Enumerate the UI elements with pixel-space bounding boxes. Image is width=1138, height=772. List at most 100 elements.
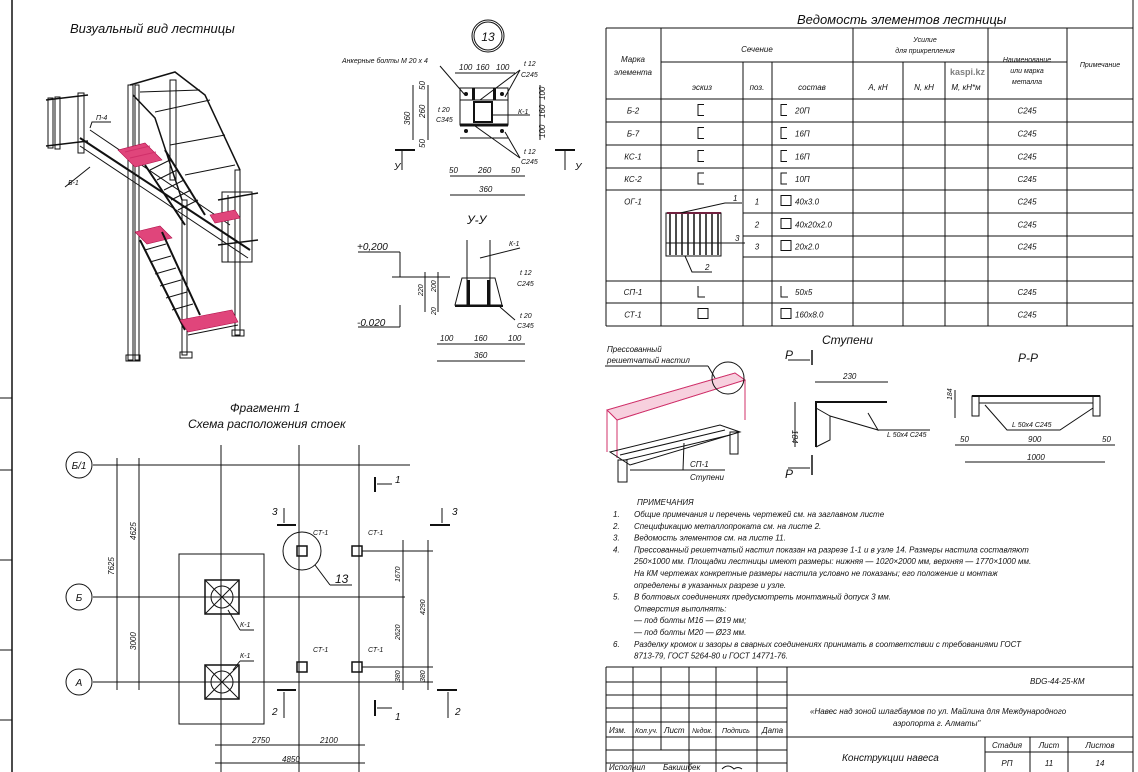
channel-section-icon — [780, 104, 787, 116]
dim: 160 — [538, 104, 547, 118]
cut-label: 3 — [272, 507, 278, 518]
visual-view-title: Визуальный вид лестницы — [70, 21, 235, 36]
cut-label: 2 — [454, 707, 461, 718]
post-ct1 — [296, 545, 308, 557]
header-material: Наименование — [1003, 57, 1051, 64]
dim: 220 — [418, 284, 425, 297]
header-material: металла — [1012, 79, 1042, 86]
box-section-icon — [780, 240, 792, 251]
sheets-label: Листов — [1084, 741, 1114, 750]
k1-label: К-1 — [518, 109, 528, 116]
cell-composition: 10П — [795, 175, 810, 184]
dim: 100 — [496, 63, 510, 72]
note-item: 6. Разделку кромок и зазоры в сварных сое… — [613, 640, 1022, 661]
box-section-icon — [780, 195, 792, 206]
title-block: Изм. Кол.уч. Лист №док. Подпись Дата Исп… — [605, 666, 1133, 772]
col-data: Дата — [761, 726, 784, 735]
level-bottom: -0.020 — [357, 318, 386, 329]
section-yy: У-У К-1 t 12 С245 t 20 С345 +0,200 -0.02… — [357, 213, 534, 362]
cut-label: 2 — [271, 707, 278, 718]
section-title: У-У — [466, 213, 488, 227]
note-number: 6. — [613, 640, 620, 649]
cut-label: 3 — [452, 507, 458, 518]
header-pos: поз. — [750, 83, 765, 92]
plate-label: t 20 — [520, 313, 532, 320]
angle-label: L 50х4 С245 — [887, 432, 927, 439]
ct1-label: СТ-1 — [313, 530, 328, 537]
dim: 260 — [477, 166, 492, 175]
sheets-value: 14 — [1096, 759, 1105, 768]
channel-section-icon — [697, 172, 704, 185]
note-text: Общие примечания и перечень чертежей см.… — [634, 510, 885, 519]
node-13-callout-circle — [282, 531, 322, 571]
staircase-3d-view: П-4 Б-1 — [45, 71, 259, 362]
dim: 100 — [538, 86, 547, 100]
cell-material: С245 — [1017, 221, 1037, 230]
steps-label: Ступени — [690, 473, 725, 482]
grating-label: Прессованный — [607, 345, 662, 354]
cell-composition: 40х3.0 — [795, 198, 820, 207]
dim: 50 — [449, 166, 458, 175]
note-text: В болтовых соединениях предусмотреть мон… — [634, 593, 891, 602]
cell-material: С245 — [1017, 153, 1037, 162]
stage-value: РП — [1001, 759, 1012, 768]
col-izm: Изм. — [609, 726, 626, 735]
header-note: Примечание — [1080, 62, 1120, 69]
cell-material: С245 — [1017, 198, 1037, 207]
cell-composition: 16П — [795, 153, 810, 162]
header-m: М, кН*м — [951, 83, 981, 92]
dim: 7625 — [107, 557, 116, 575]
level-top: +0,200 — [357, 242, 388, 253]
ct1-label: СТ-1 — [313, 647, 328, 654]
cut-label: 1 — [395, 712, 401, 723]
section-title: Р-Р — [1018, 351, 1038, 365]
col-podpis: Подпись — [722, 727, 750, 735]
dim: 160 — [476, 63, 490, 72]
cut-label: 1 — [395, 475, 401, 486]
plate-label: t 12 — [524, 61, 536, 68]
dim: 20 — [431, 307, 438, 316]
axis-label: Б/1 — [72, 461, 87, 472]
dim: 100 — [538, 124, 547, 138]
angle-label: L 50х4 С245 — [1012, 422, 1052, 429]
dim: 3000 — [129, 632, 138, 650]
dim: 50 — [1102, 435, 1111, 444]
dim: 4290 — [420, 599, 427, 615]
steel-label: С245 — [521, 72, 538, 79]
dim: 50 — [960, 435, 969, 444]
header-force: Усилие — [912, 37, 937, 44]
note-item: 1.Общие примечания и перечень чертежей с… — [613, 510, 885, 519]
header-a: А, кН — [867, 83, 888, 92]
note-text: Спецификацию металлопроката см. на листе… — [634, 522, 821, 531]
node-marker-circle — [471, 19, 505, 53]
note-text: — под болты М20 — Ø23 мм. — [633, 628, 746, 637]
project-title: аэропорта г. Алматы" — [893, 719, 981, 728]
cell-pos: 2 — [754, 221, 760, 230]
note-text: 8713-79, ГОСТ 5264-80 и ГОСТ 14771-76. — [634, 652, 788, 661]
cell-mark: КС-2 — [624, 175, 642, 184]
cell-composition: 20П — [794, 107, 810, 116]
note-text: — под болты М16 — Ø19 мм; — [633, 616, 746, 625]
dim: 360 — [474, 351, 488, 360]
channel-section-icon — [697, 104, 704, 116]
dim: 2100 — [319, 736, 338, 745]
cell-composition: 160х8.0 — [795, 311, 824, 320]
dim: 1000 — [1027, 453, 1045, 462]
dim: 230 — [842, 372, 857, 381]
note-number: 5. — [613, 593, 620, 602]
note-text: Разделку кромок и зазоры в сварных соеди… — [634, 640, 1022, 649]
header-mark: Марка — [621, 55, 645, 64]
plate-label: t 20 — [438, 107, 450, 114]
node-13-plan: 13 Анкерные болты М 20 х 4 100 160 100 t… — [341, 19, 583, 196]
note-text: Ведомость элементов см. на листе 11. — [634, 534, 786, 543]
col-ndok: №док. — [692, 727, 713, 735]
steps-title: Ступени — [822, 333, 873, 347]
sheet-name: Конструкции навеса — [842, 753, 939, 764]
note-text: Отверстия выполнять: — [634, 604, 726, 613]
channel-section-icon — [780, 150, 787, 162]
